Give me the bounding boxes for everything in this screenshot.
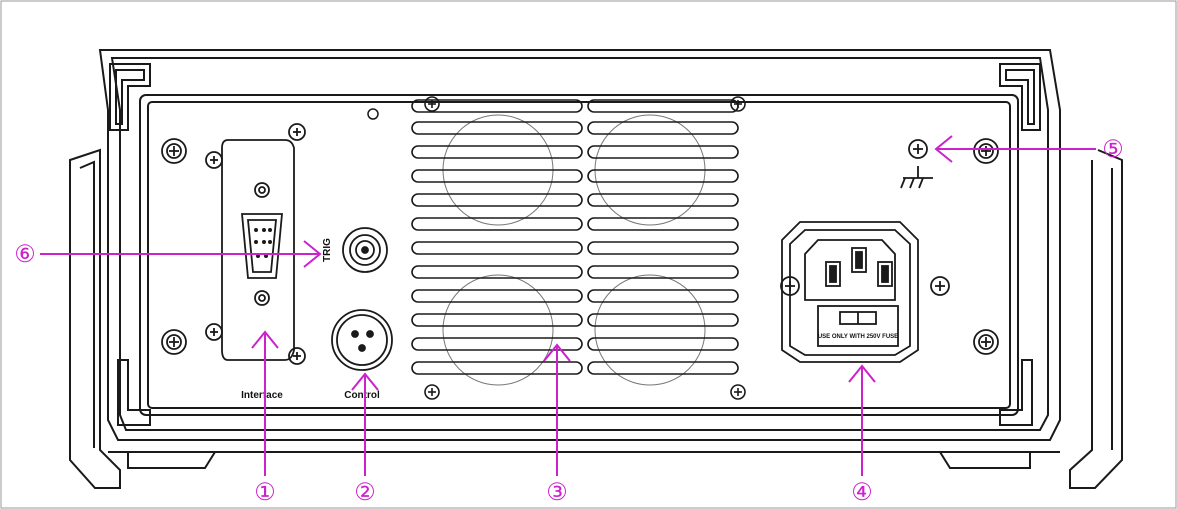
callout-number-1: ① <box>254 478 276 506</box>
screw-icon <box>288 347 306 365</box>
trig-connector <box>342 227 388 273</box>
arrowhead-icon <box>543 343 571 362</box>
callout-number-3: ③ <box>546 478 568 506</box>
ground-icon <box>900 166 933 189</box>
interface-label: Interface <box>241 390 283 401</box>
indicator-hole <box>367 108 379 120</box>
screw-icon <box>973 329 999 355</box>
screw-icon <box>161 329 187 355</box>
arrowhead-icon <box>848 364 876 383</box>
trig-label: TRIG <box>322 238 333 262</box>
screw-icon <box>730 384 746 400</box>
ac-power-inlet <box>780 221 950 363</box>
callout-number-6: ⑥ <box>14 240 36 268</box>
callout-number-4: ④ <box>851 478 873 506</box>
callout-number-2: ② <box>354 478 376 506</box>
fan-grille <box>411 96 746 400</box>
screw-icon <box>205 151 223 169</box>
ground-terminal <box>900 139 933 189</box>
callout-arrows <box>40 135 1096 476</box>
callout-number-5: ⑤ <box>1102 135 1124 163</box>
screw-icon <box>205 323 223 341</box>
screw-icon <box>930 276 950 296</box>
corner-screws <box>161 138 999 355</box>
arrowhead-icon <box>303 240 322 268</box>
screw-icon <box>424 384 440 400</box>
screw-icon <box>161 138 187 164</box>
arrowhead-icon <box>251 330 279 349</box>
fuse-notice-label: USE ONLY WITH 250V FUSE <box>818 334 898 340</box>
control-connector <box>331 309 393 371</box>
control-label: Control <box>344 390 380 401</box>
screw-icon <box>780 276 800 296</box>
screw-icon <box>424 96 440 112</box>
arrowhead-icon <box>351 372 379 391</box>
instrument-case <box>69 49 1123 489</box>
screw-icon <box>288 123 306 141</box>
screw-icon <box>973 138 999 164</box>
arrowhead-icon <box>934 135 953 163</box>
